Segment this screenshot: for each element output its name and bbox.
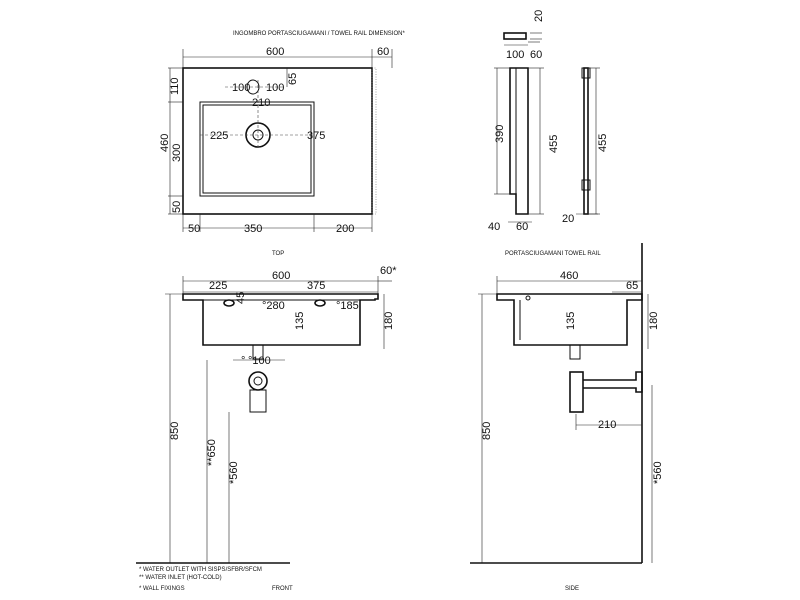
- front-dim-60: 60*: [380, 265, 397, 277]
- note-1: * WATER OUTLET WITH SISPS/SFBR/SFCM: [139, 567, 262, 573]
- dim-65: 65: [287, 73, 299, 85]
- towel-rail-caption: PORTASCIUGAMANI TOWEL RAIL: [505, 251, 601, 257]
- top-view: INGOMBRO PORTASCIUGAMANI / TOWEL RAIL DI…: [159, 31, 405, 257]
- dim-225: 225: [210, 130, 228, 142]
- side-caption: SIDE: [565, 586, 579, 592]
- rail-top-profile: [503, 32, 527, 40]
- dim-460: 460: [159, 134, 171, 152]
- dim-300: 300: [171, 144, 183, 162]
- side-trap-body: [569, 371, 584, 413]
- basin-side-outline: [496, 293, 643, 346]
- trap-circle: [248, 371, 268, 391]
- side-dim-210: 210: [598, 419, 616, 431]
- side-dim-180: 180: [648, 312, 660, 330]
- front-dim-100-prefix: °: [241, 355, 245, 367]
- front-dim-280: °280: [262, 300, 285, 312]
- bottom-dim-50: 50: [188, 223, 200, 235]
- side-waste-pipe: [583, 371, 643, 393]
- front-dim-375: 375: [307, 280, 325, 292]
- front-dim-560: *560: [228, 461, 240, 484]
- side-view: 460 65 135 180 210 850 *560 SIDE: [470, 243, 664, 592]
- front-dim-185: °185: [336, 300, 359, 312]
- dim-110: 110: [169, 77, 181, 95]
- dim-50: 50: [171, 201, 183, 213]
- side-dim-850: 850: [481, 422, 493, 440]
- front-dim-600: 600: [272, 270, 290, 282]
- towel-rail-views: 20 100 60 390 455 40 60 455 20 PORTASCIU…: [488, 10, 609, 257]
- rail-dim-390: 390: [494, 125, 506, 143]
- note-3: * WALL FIXINGS: [139, 586, 185, 592]
- rail-dim-20-b: 20: [562, 213, 574, 225]
- bottom-dim-350: 350: [244, 223, 262, 235]
- side-dim-460: 460: [560, 270, 578, 282]
- front-dim-135: 135: [294, 312, 306, 330]
- side-dim-135: 135: [565, 312, 577, 330]
- top-caption: TOP: [272, 251, 284, 257]
- overflow-right: [314, 299, 326, 307]
- front-dim-180: 180: [383, 312, 395, 330]
- bowl-outline: [199, 101, 315, 197]
- front-dim-45: 45: [235, 292, 247, 304]
- dim-600: 600: [266, 46, 284, 58]
- rail-dim-20-top: 20: [533, 10, 545, 22]
- dim-100b: 100: [266, 82, 284, 94]
- dim-375: 375: [307, 130, 325, 142]
- dim-210: 210: [252, 97, 270, 109]
- rail-front-profile: [509, 67, 529, 215]
- front-dim-850: 850: [169, 422, 181, 440]
- rail-dim-60: 60: [530, 49, 542, 61]
- front-view: 600 60* 225 375 45 °280 °185 135 180 ° °…: [136, 265, 397, 592]
- bottom-dim-200: 200: [336, 223, 354, 235]
- rail-dim-455-b: 455: [597, 134, 609, 152]
- dim-100a: 100: [232, 82, 250, 94]
- front-dim-225: 225: [209, 280, 227, 292]
- side-dim-560: *560: [652, 461, 664, 484]
- front-dim-100: °100: [248, 355, 271, 367]
- front-dim-650: **650: [206, 439, 218, 466]
- dim-60-rail: 60: [377, 46, 389, 58]
- rail-dim-455-a: 455: [548, 135, 560, 153]
- note-2: ** WATER INLET (HOT-COLD): [139, 575, 222, 581]
- rail-dim-100: 100: [506, 49, 524, 61]
- overflow-left: [223, 299, 235, 307]
- trap-body: [249, 389, 267, 413]
- rail-dim-60-b: 60: [516, 221, 528, 233]
- front-caption: FRONT: [272, 586, 293, 592]
- side-dim-65: 65: [626, 280, 638, 292]
- basin-top-outline: [182, 67, 373, 215]
- rail-side-profile: [583, 67, 589, 215]
- towel-rail-dimension-caption: INGOMBRO PORTASCIUGAMANI / TOWEL RAIL DI…: [233, 31, 405, 37]
- rail-dim-40: 40: [488, 221, 500, 233]
